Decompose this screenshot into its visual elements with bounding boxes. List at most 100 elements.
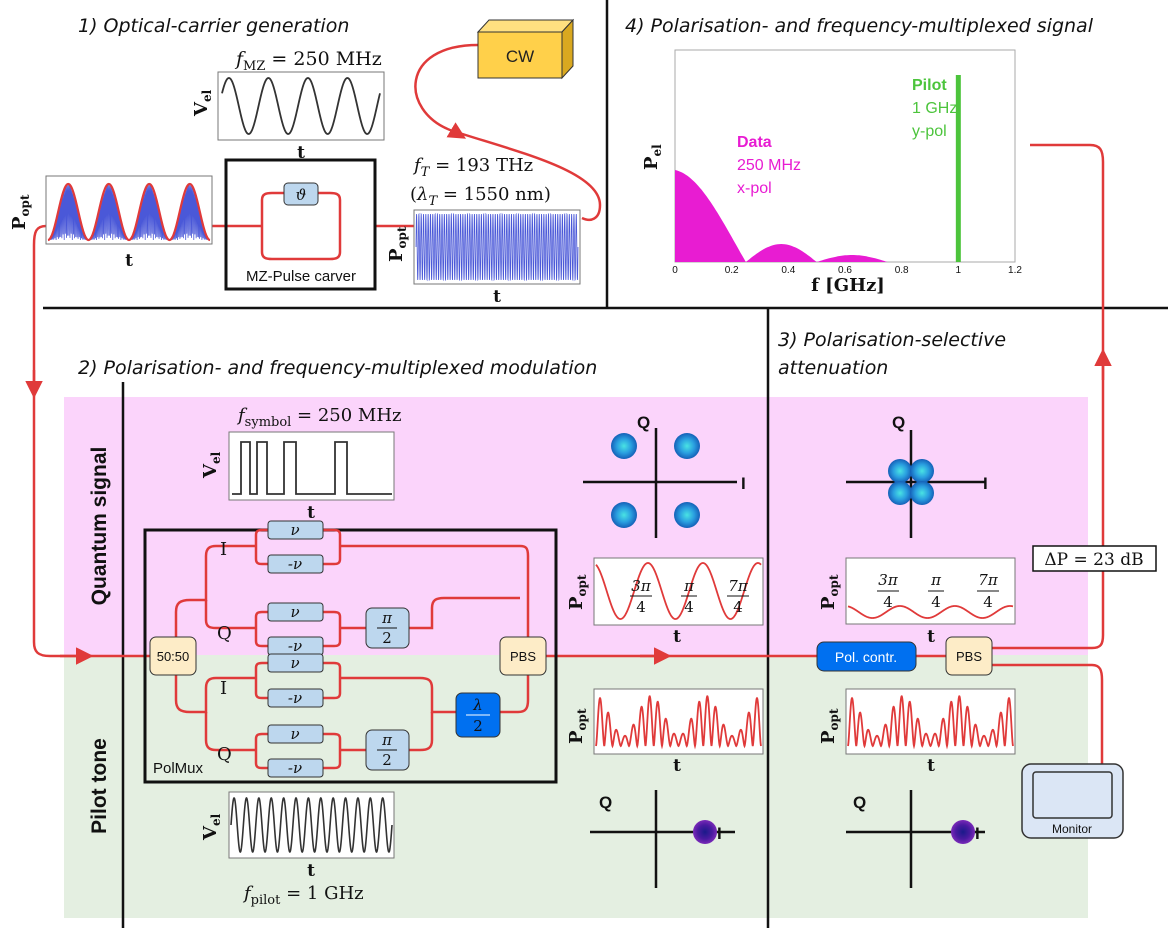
popt-axis-label: Popt [566, 574, 589, 610]
pbs-label: PBS [956, 649, 982, 664]
monitor-path [992, 663, 1104, 765]
constellation-point [910, 481, 934, 505]
i-axis-label: I [741, 474, 746, 493]
spectrum-marks [675, 75, 961, 262]
attenuated-constellation: I Q [846, 413, 988, 538]
t-axis-label: t [673, 627, 681, 647]
svg-text:4: 4 [983, 593, 993, 611]
monitor-label: Monitor [1052, 822, 1092, 836]
popt-axis-label: Popt [818, 708, 841, 744]
upper-i-neg-modulator [267, 554, 324, 574]
fpilot-label: fpilot = 1 GHz [242, 883, 364, 908]
vel-axis-label: Vel [200, 813, 223, 841]
cw-label: CW [506, 47, 534, 66]
mz-pulse-carver-box [224, 158, 377, 291]
pi-label: π [381, 609, 393, 627]
theta-label: ϑ [296, 186, 307, 204]
section-3-title-line2: attenuation [778, 357, 888, 379]
data-annotation: Data 250 MHz x-pol [737, 134, 801, 197]
pilot-annotation: Pilot 1 GHz y-pol [912, 77, 957, 140]
symbol-drive-plot-frame [228, 431, 395, 501]
t-axis-label: t [297, 143, 305, 163]
vel-axis-label: Vel [191, 89, 214, 117]
optical-paths [32, 43, 1105, 765]
nu-label: ν [290, 725, 299, 743]
data-rate: 250 MHz [737, 157, 801, 174]
two-label: 2 [382, 751, 392, 769]
neg-nu-label: -ν [288, 555, 302, 573]
nu-label: ν [290, 654, 299, 672]
spectrum-xtick-label: 0.2 [725, 265, 739, 276]
pilot-constellation-s3: I Q [846, 790, 985, 888]
constellation-point [888, 481, 912, 505]
q-axis-label: Q [599, 793, 612, 812]
ft-label: fT = 193 THz [412, 155, 533, 180]
neg-nu-label: -ν [288, 689, 302, 707]
popt-axis-label: Popt [386, 226, 409, 262]
mz-interferometer-arms [260, 191, 342, 261]
split-upper [174, 598, 200, 640]
fmz-label: fMZ = 250 MHz [234, 48, 382, 74]
lower-q-label: Q [217, 744, 232, 765]
splitter-50-50 [149, 636, 197, 676]
cw-laser-box: CW [476, 18, 575, 80]
symbol-drive-waveform [232, 441, 392, 495]
data-title: Data [737, 134, 772, 151]
carver-drive-plot-frame [217, 71, 385, 141]
svg-text:4: 4 [931, 593, 941, 611]
constellation-point [951, 820, 975, 844]
svg-text:7π: 7π [978, 571, 999, 589]
spectrum-xlabel: f [GHz] [811, 275, 885, 296]
split-lower [174, 672, 200, 714]
quantum-constellation: I Q [583, 413, 746, 538]
modulator-waveguides [174, 528, 530, 770]
two-label: 2 [382, 629, 392, 647]
constellation-point [674, 502, 700, 528]
svg-text:3π: 3π [878, 571, 899, 589]
i-axis-label: I [975, 824, 980, 843]
upper-q-label: Q [217, 623, 232, 644]
splitter-label: 50:50 [157, 649, 190, 664]
pilot-constellation: I Q [590, 790, 735, 888]
t-axis-label: t [125, 251, 133, 271]
svg-text:3π: 3π [631, 577, 652, 595]
popt-axis-label: Popt [9, 194, 32, 230]
nu-label: ν [290, 603, 299, 621]
constellation-point [611, 502, 637, 528]
lower-i-neg-modulator [267, 688, 324, 708]
pi-label: π [381, 731, 393, 749]
spectrum-xtick-label: 0.8 [895, 265, 909, 276]
phase-labels-s3: 3π 4 π 4 7π 4 [877, 571, 999, 611]
pel-axis-label: Pel [641, 144, 664, 170]
monitor-icon: Monitor [1021, 763, 1124, 839]
neg-nu-label: -ν [288, 637, 302, 655]
polmux-box [143, 528, 558, 784]
carver-drive-waveform [221, 77, 381, 135]
nu-label: ν [290, 521, 299, 539]
pilot-drive-waveform [230, 797, 393, 853]
lower-q-pos-modulator [267, 724, 324, 744]
svg-text:7π: 7π [728, 577, 749, 595]
svg-text:4: 4 [733, 598, 743, 616]
pilot-popt-trace [595, 695, 762, 750]
cw-to-carver-path [414, 43, 602, 222]
pilot-tone-label: Pilot tone [88, 738, 111, 834]
pilot-spectral-line [955, 75, 961, 262]
spectrum-xtick-label: 0.4 [781, 265, 795, 276]
upper-i-pos-modulator [267, 520, 324, 540]
upper-output-path [992, 143, 1105, 650]
delta-p-label: ΔP = 23 dB [1044, 550, 1143, 570]
t-axis-label: t [927, 756, 935, 776]
left-feed-path [32, 224, 150, 658]
phase-shifter [283, 182, 319, 206]
pulsed-carrier-envelope [47, 182, 211, 242]
pbs-label: PBS [510, 649, 536, 664]
popt-axis-label: Popt [566, 708, 589, 744]
constellation-point [888, 459, 912, 483]
i-axis-label: I [983, 474, 988, 493]
section-3-title-line1: 3) Polarisation-selective [778, 329, 1006, 351]
t-axis-label: t [307, 503, 315, 523]
svg-text:4: 4 [883, 593, 893, 611]
